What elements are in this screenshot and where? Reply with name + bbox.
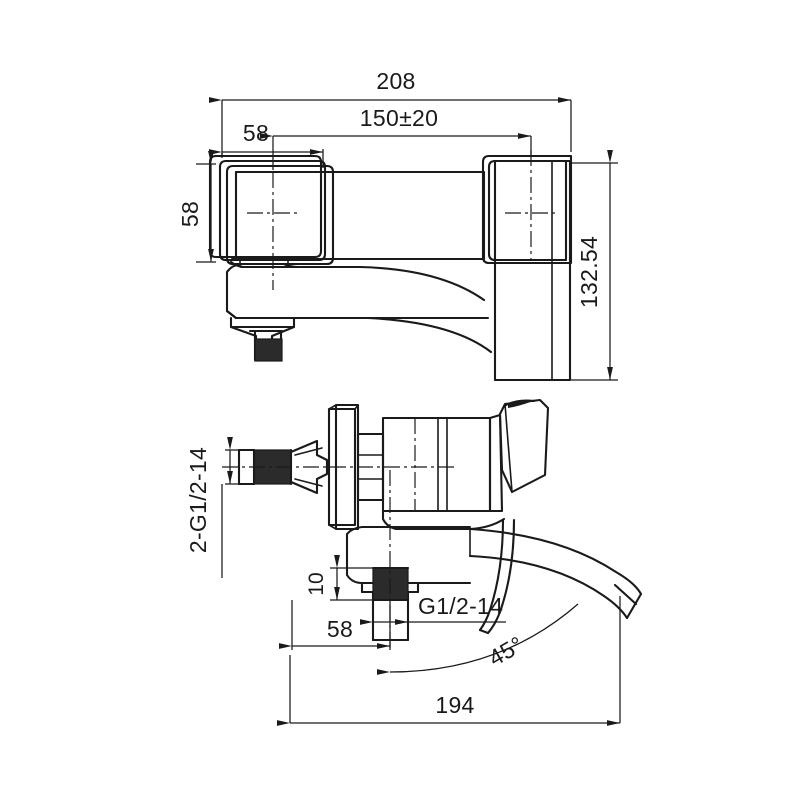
dim-outlet-thread-len-label: 10 — [305, 572, 328, 595]
dim-inlet-offset-top-label: 58 — [243, 120, 269, 146]
dim-overall-width-label: 208 — [376, 68, 415, 94]
dim-outlet-offset-label: 58 — [327, 616, 353, 642]
top-view-dimensions: 208 150±20 58 58 132.54 — [177, 68, 618, 381]
dim-outlet-thread-label: G1/2-14 — [418, 593, 503, 619]
dim-spout-reach-label: 194 — [435, 692, 474, 718]
side-view-geometry — [222, 398, 643, 650]
dim-body-depth-label: 58 — [177, 201, 203, 227]
dim-inlet-thread-label: 2-G1/2-14 — [185, 447, 211, 553]
dim-inlet-centers-label: 150±20 — [360, 105, 438, 131]
dim-projection-label: 132.54 — [576, 236, 602, 308]
thread-knurl-top — [254, 338, 283, 362]
top-view-geometry — [208, 150, 573, 382]
